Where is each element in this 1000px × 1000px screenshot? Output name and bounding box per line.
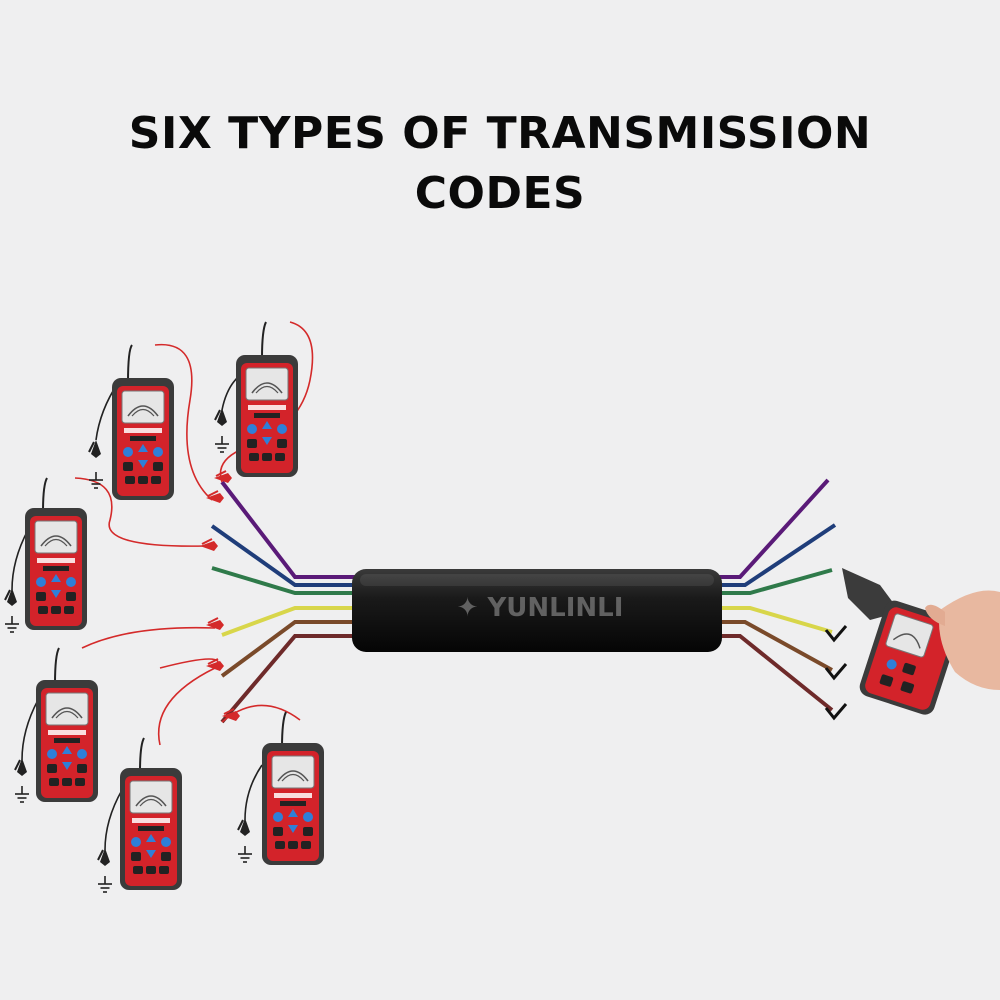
- wire-green-left: [211, 566, 355, 595]
- wire-blue-left: [210, 524, 355, 587]
- receiver-device: [842, 568, 1000, 715]
- wire-yellow-right: [718, 606, 833, 634]
- cable: ✦ YUNLINLI: [352, 569, 722, 652]
- alligator-clips: [199, 470, 241, 722]
- wire-brown-left: [220, 620, 355, 678]
- headline-line-2: CODES: [414, 168, 586, 219]
- checkmark-icon: [824, 625, 848, 643]
- wire-purple-left: [220, 480, 355, 579]
- transmitter-unit: [4, 477, 88, 633]
- wire-purple-right: [718, 478, 830, 579]
- transmitter-unit: [14, 647, 99, 803]
- wire-maroon-right: [718, 634, 834, 712]
- wire-maroon-left: [220, 634, 355, 724]
- transmitter-unit: [237, 711, 325, 866]
- wire-yellow-left: [221, 606, 355, 637]
- red-clip-icon: [199, 538, 219, 552]
- transmitter-unit: [214, 321, 299, 478]
- transmitter-unit: [97, 737, 183, 893]
- wire-green-right: [718, 568, 833, 595]
- headline: SIX TYPES OF TRANSMISSION CODES: [0, 104, 1000, 224]
- transmitter-unit: [88, 344, 175, 501]
- transmitter-units: [4, 321, 325, 893]
- right-wire-fan: [718, 478, 848, 721]
- headline-line-1: SIX TYPES OF TRANSMISSION: [128, 108, 872, 159]
- wire-brown-right: [718, 620, 833, 672]
- hand: [939, 590, 1000, 690]
- left-wire-fan: [210, 480, 355, 724]
- checkmark-icon: [824, 663, 848, 681]
- red-clip-icon: [213, 470, 233, 484]
- checkmark-icon: [824, 703, 848, 721]
- cable-brand-logo: ✦ YUNLINLI: [457, 593, 624, 623]
- red-clip-icon: [205, 658, 225, 672]
- wire-blue-right: [718, 523, 837, 587]
